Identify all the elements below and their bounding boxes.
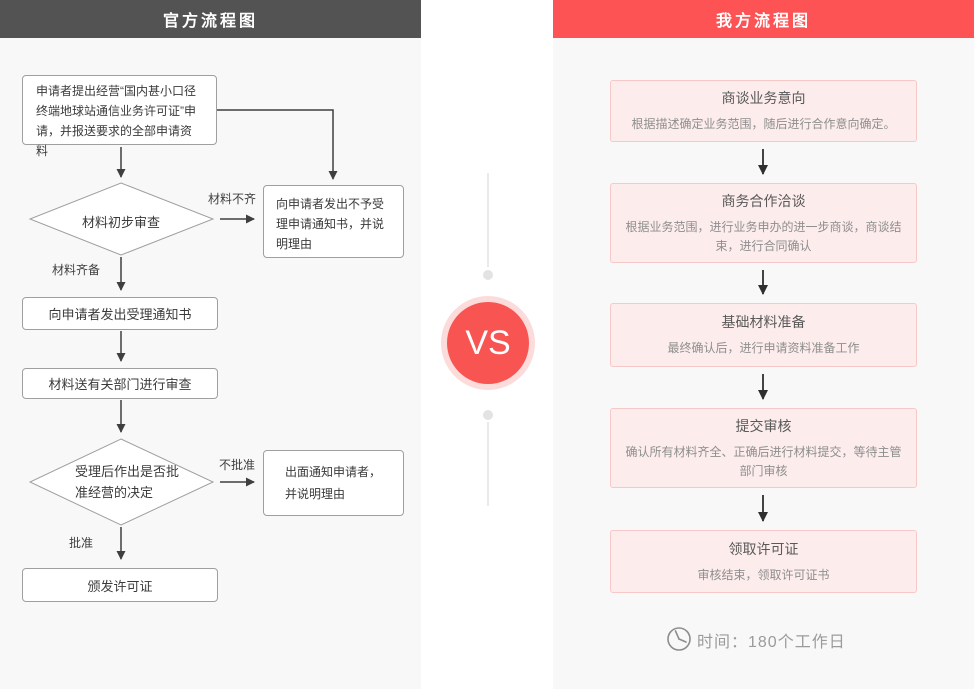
step-card-5: 领取许可证 审核结束，领取许可证书 [610, 530, 917, 593]
flow-box-apply: 申请者提出经营“国内甚小口径终端地球站通信业务许可证”申请，并报送要求的全部申请… [22, 75, 217, 158]
step-title: 商谈业务意向 [721, 90, 806, 106]
vs-connector-line-bottom [487, 422, 489, 506]
flow-box-reject-notice: 向申请者发出不予受理申请通知书，并说明理由 [263, 185, 404, 258]
flow-box-issue-license: 颁发许可证 [22, 568, 218, 602]
flow-box-dept-review: 材料送有关部门进行审查 [22, 368, 218, 399]
diamond-label-initial-review: 材料初步审查 [81, 215, 160, 230]
our-flowchart-panel: 我方流程图 商谈业务意向 根据描述确定业务范围，随后进行合作 [553, 0, 974, 689]
step-title: 基础材料准备 [721, 314, 806, 330]
official-flowchart-panel: 官方流程图 申请者提出经营“国内甚小口径终端地球站通信 [0, 0, 421, 689]
our-flowchart-header: 我方流程图 [553, 0, 974, 38]
step-title: 商务合作洽谈 [721, 192, 806, 209]
vs-connector-line-top [487, 173, 489, 267]
step-desc: 根据描述确定业务范围，随后进行合作意向确定。 [631, 117, 896, 131]
official-flowchart-connectors [28, 109, 338, 560]
flow-box-disapprove-notice: 出面通知申请者，并说明理由 [263, 450, 404, 516]
flow-box-accept-notice: 向申请者发出受理通知书 [22, 297, 218, 330]
decision-diamond-approval [28, 438, 215, 526]
decision-diamond-initial-review [28, 182, 215, 256]
vs-dot-bottom [483, 410, 493, 420]
step-title: 提交审核 [735, 417, 792, 434]
step-desc: 根据业务范围，进行业务申办的进一步商谈，商谈结束，进行合同确认 [625, 219, 902, 253]
branch-label-disapprove: 不批准 [219, 458, 256, 472]
official-flowchart-header: 官方流程图 [0, 0, 421, 38]
vs-badge-inner: VS [447, 302, 529, 384]
arrow-apply-to-reject [216, 109, 338, 180]
clock-icon [667, 627, 691, 651]
processing-time-note: 时间：180个工作日 [697, 634, 846, 651]
branch-label-complete: 材料齐备 [52, 263, 101, 277]
vs-badge: VS [441, 296, 535, 390]
step-card-3: 基础材料准备 最终确认后，进行申请资料准备工作 [610, 303, 917, 367]
step-title: 领取许可证 [728, 540, 799, 557]
step-desc: 最终确认后，进行申请资料准备工作 [667, 341, 860, 355]
step-card-2: 商务合作洽谈 根据业务范围，进行业务申办的进一步商谈，商谈结束，进行合同确认 [610, 183, 917, 263]
step-desc: 审核结束，领取许可证书 [697, 567, 830, 582]
step-card-1: 商谈业务意向 根据描述确定业务范围，随后进行合作意向确定。 [610, 80, 917, 142]
step-desc: 确认所有材料齐全、正确后进行材料提交，等待主管部门审核 [625, 444, 902, 478]
step-card-4: 提交审核 确认所有材料齐全、正确后进行材料提交，等待主管部门审核 [610, 408, 917, 488]
vs-label: VS [465, 323, 511, 362]
diamond-label-decision: 受理后作出是否批准经营的决定 [75, 464, 180, 500]
branch-label-incomplete: 材料不齐 [208, 192, 257, 206]
our-flowchart-connectors [667, 149, 768, 651]
branch-label-approve: 批准 [69, 536, 94, 550]
vs-dot-top [483, 270, 493, 280]
